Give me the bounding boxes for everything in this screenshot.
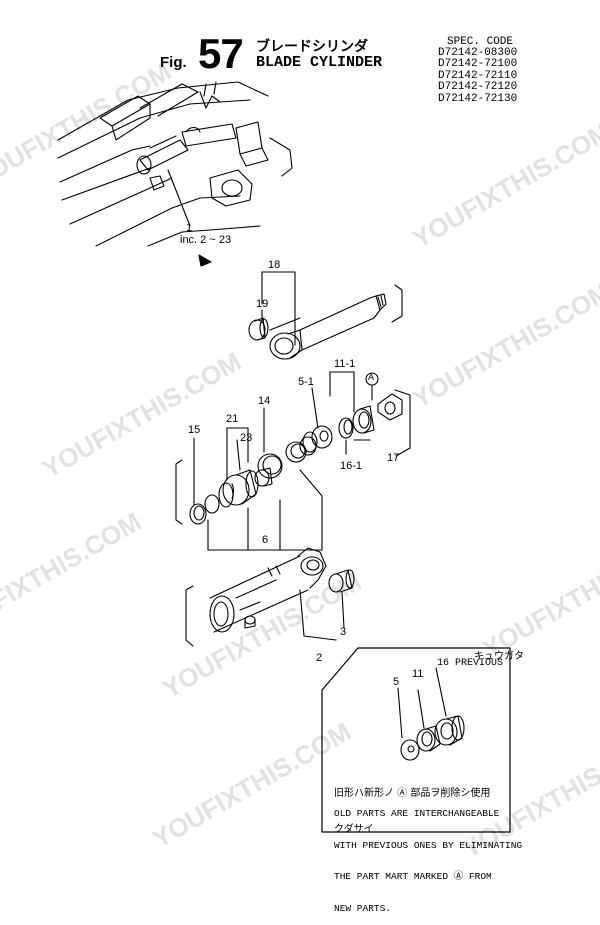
callout-inc-note: inc. 2 ~ 23 [180, 234, 232, 246]
bracket-11-1 [329, 371, 355, 413]
note-ja-line: クダサイ [334, 824, 374, 835]
leader-line [167, 169, 191, 227]
bracket-6 [207, 469, 323, 551]
title-english: BLADE CYLINDER [256, 54, 383, 71]
callout-15: 15 [188, 424, 201, 436]
inset-previous-label: 16 PREVIOUS [437, 658, 504, 669]
callout-21: 21 [226, 413, 239, 425]
piston-21 [218, 469, 259, 508]
callout-19: 19 [256, 298, 269, 310]
bracket-18 [261, 271, 296, 346]
cylinder-tube-2 [209, 547, 327, 633]
pointer-arrow [198, 254, 212, 267]
inset-note-english: OLD PARTS ARE INTERCHANGEABLE WITH PREVI… [334, 788, 523, 925]
piston-rod-18 [269, 293, 387, 360]
inset-note-japanese: 旧形ハ新形ノ Ⓐ 部品ヲ削除シ使用 クダサイ [334, 764, 506, 848]
ring-16-1 [352, 405, 375, 434]
bushing-3 [328, 569, 355, 593]
o-ring [285, 441, 307, 463]
seal-11-1 [338, 417, 354, 439]
backup-ring [299, 436, 317, 456]
callout-6: 6 [262, 534, 269, 546]
spec-code: D72142-72120 [438, 81, 518, 94]
spec-code-list: D72142-08300 D72142-72100 D72142-72110 D… [438, 47, 518, 105]
note-en-line: NEW PARTS. [334, 902, 392, 914]
spec-code: D72142-72100 [438, 58, 518, 71]
callout-2: 2 [316, 652, 323, 664]
inset-ring-16 [434, 715, 465, 746]
spec-code: D72142-08300 [438, 47, 518, 59]
inset-callout-5: 5 [393, 676, 400, 688]
inset-callout-11: 11 [412, 668, 424, 680]
spec-code: D72142-72130 [438, 92, 518, 105]
callout-16-1: 16-1 [340, 460, 363, 472]
exploded-parts-diagram [57, 81, 511, 833]
note-en-line: THE PART MART MARKED Ⓐ FROM [334, 871, 492, 882]
callout-17: 17 [387, 452, 400, 464]
callout-5-1: 5-1 [298, 376, 314, 388]
washer-5-1 [302, 425, 333, 453]
bracket-2 [299, 589, 337, 641]
inset-title-japanese: キュウガタ [474, 651, 524, 662]
note-en-line: OLD PARTS ARE INTERCHANGEABLE [334, 808, 500, 819]
callout-a-marker: A [368, 372, 375, 382]
bracket-17 [394, 389, 411, 457]
fig-label: Fig. [160, 54, 187, 71]
callout-3: 3 [340, 626, 347, 638]
note-en-line: WITH PREVIOUS ONES BY ELIMINATING [334, 839, 523, 851]
callout-14: 14 [258, 395, 271, 407]
title-japanese: ブレードシリンダ [256, 39, 368, 55]
wear-ring-15 [189, 494, 220, 525]
callout-1: 1 [186, 222, 193, 234]
inset-box [321, 647, 511, 833]
spec-code-title: SPEC. CODE [447, 36, 514, 48]
callout-23: 23 [240, 432, 253, 444]
bushing-19 [248, 317, 269, 341]
seal-14 [257, 453, 283, 479]
machine-frame-sketch [57, 81, 293, 247]
note-ja-line: 旧形ハ新形ノ Ⓐ 部品ヲ削除シ使用 [334, 788, 491, 799]
fig-number: 57 [198, 30, 244, 77]
spec-code: D72142-72110 [438, 69, 518, 82]
marker-a-circle [365, 372, 379, 386]
inset-washer-5 [400, 739, 420, 761]
inset-seal-11 [416, 725, 441, 752]
nut-17 [377, 393, 403, 421]
callout-18: 18 [268, 259, 281, 271]
callout-11-1: 11-1 [334, 358, 356, 370]
